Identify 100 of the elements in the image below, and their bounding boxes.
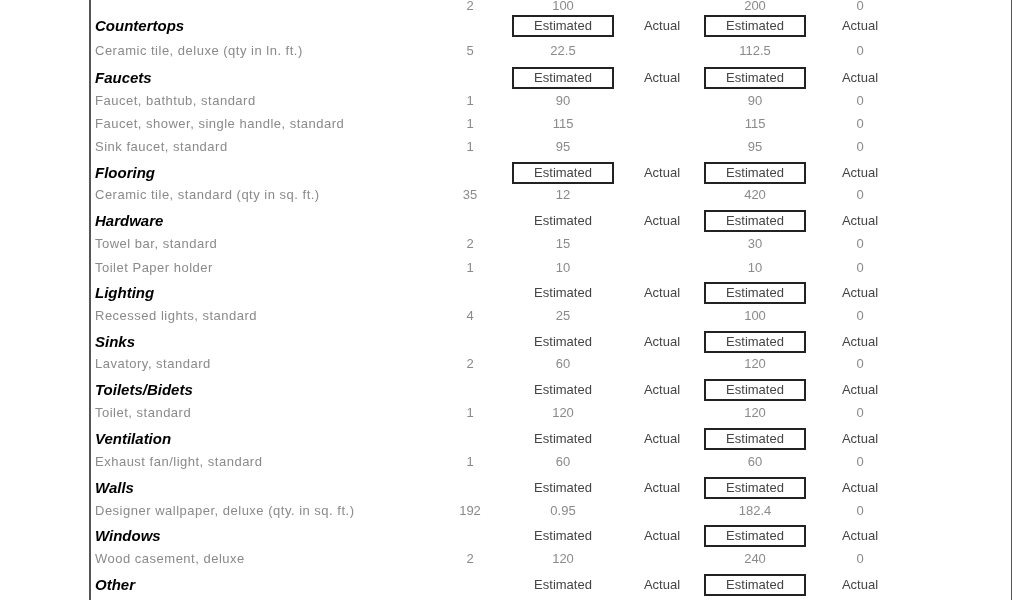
item-description: Designer wallpaper, deluxe (qty. in sq. ft.) <box>95 503 355 519</box>
cost-value: 0 <box>856 43 864 59</box>
section-heading: Other <box>95 576 135 594</box>
header-box: Estimated <box>512 162 614 184</box>
cost-value: 115 <box>744 116 766 132</box>
column-header: Actual <box>841 70 879 86</box>
header-box: Estimated <box>704 67 806 89</box>
cost-value: 10 <box>747 260 763 276</box>
quantity-value: 1 <box>466 405 474 421</box>
cost-value: 115 <box>552 116 574 132</box>
cost-value: 25 <box>555 308 571 324</box>
cost-value: 30 <box>747 236 763 252</box>
column-header: Actual <box>841 382 879 398</box>
header-box: Estimated <box>704 525 806 547</box>
cost-value: 60 <box>747 454 763 470</box>
cost-value: 240 <box>744 551 766 567</box>
quantity-value: 2 <box>466 551 474 567</box>
column-header: Estimated <box>534 382 592 398</box>
column-header: Actual <box>643 577 681 593</box>
column-header: Estimated <box>534 431 592 447</box>
cost-value: 0 <box>856 0 864 14</box>
cost-value: 60 <box>555 356 571 372</box>
section-heading: Flooring <box>95 164 155 182</box>
cost-value: 10 <box>555 260 571 276</box>
quantity-value: 4 <box>466 308 474 324</box>
item-description: Towel bar, standard <box>95 236 218 252</box>
cost-value: 0 <box>856 405 864 421</box>
cost-value: 95 <box>747 139 763 155</box>
cost-value: 0 <box>856 454 864 470</box>
item-description: Toilet Paper holder <box>95 260 213 276</box>
cost-value: 120 <box>744 356 766 372</box>
quantity-value: 192 <box>459 503 481 519</box>
header-box: Estimated <box>704 428 806 450</box>
cost-value: 0 <box>856 551 864 567</box>
cost-value: 0 <box>856 187 864 203</box>
header-box: Estimated <box>704 162 806 184</box>
column-header: Actual <box>643 70 681 86</box>
section-heading: Ventilation <box>95 430 172 448</box>
item-description: Exhaust fan/light, standard <box>95 454 263 470</box>
quantity-value: 1 <box>466 260 474 276</box>
column-header: Actual <box>841 480 879 496</box>
item-description: Wood casement, deluxe <box>95 551 245 567</box>
section-heading: Toilets/Bidets <box>95 381 193 399</box>
cost-value: 0 <box>856 356 864 372</box>
cost-value: 200 <box>744 0 766 14</box>
cost-value: 0 <box>856 236 864 252</box>
column-header: Estimated <box>534 480 592 496</box>
column-header: Actual <box>841 431 879 447</box>
cost-value: 0.95 <box>550 503 576 519</box>
cost-value: 60 <box>555 454 571 470</box>
quantity-value: 2 <box>466 236 474 252</box>
column-header: Actual <box>643 18 681 34</box>
column-header: Actual <box>841 334 879 350</box>
header-box: Estimated <box>704 331 806 353</box>
header-box: Estimated <box>704 574 806 596</box>
column-header: Actual <box>643 480 681 496</box>
section-heading: Windows <box>95 527 161 545</box>
cost-value: 100 <box>552 0 574 14</box>
cost-value: 120 <box>552 405 574 421</box>
quantity-value: 1 <box>466 454 474 470</box>
column-header: Actual <box>841 18 879 34</box>
cost-value: 0 <box>856 139 864 155</box>
column-header: Estimated <box>534 213 592 229</box>
cost-value: 120 <box>552 551 574 567</box>
section-heading: Walls <box>95 479 134 497</box>
column-header: Estimated <box>534 577 592 593</box>
cost-value: 0 <box>856 93 864 109</box>
quantity-value: 2 <box>466 0 474 14</box>
column-header: Actual <box>643 285 681 301</box>
quantity-value: 1 <box>466 116 474 132</box>
quantity-value: 1 <box>466 93 474 109</box>
quantity-value: 5 <box>466 43 474 59</box>
column-header: Actual <box>643 382 681 398</box>
header-box: Estimated <box>512 67 614 89</box>
quantity-value: 1 <box>466 139 474 155</box>
cost-value: 15 <box>555 236 571 252</box>
cost-value: 100 <box>744 308 766 324</box>
column-header: Actual <box>841 285 879 301</box>
column-header: Actual <box>643 431 681 447</box>
column-header: Estimated <box>534 334 592 350</box>
quantity-value: 2 <box>466 356 474 372</box>
cost-value: 12 <box>555 187 571 203</box>
item-description: Lavatory, standard <box>95 356 211 372</box>
column-header: Actual <box>643 334 681 350</box>
cost-value: 0 <box>856 308 864 324</box>
quantity-value: 35 <box>462 187 478 203</box>
column-header: Actual <box>643 528 681 544</box>
header-box: Estimated <box>704 282 806 304</box>
section-heading: Sinks <box>95 333 136 351</box>
column-header: Actual <box>841 528 879 544</box>
section-heading: Faucets <box>95 69 152 87</box>
item-description: Recessed lights, standard <box>95 308 258 324</box>
item-description: Sink faucet, standard <box>95 139 228 155</box>
header-box: Estimated <box>704 477 806 499</box>
cost-value: 420 <box>744 187 766 203</box>
column-header: Actual <box>841 165 879 181</box>
cost-value: 112.5 <box>739 43 771 59</box>
header-box: Estimated <box>704 379 806 401</box>
column-header: Actual <box>841 213 879 229</box>
column-header: Actual <box>643 213 681 229</box>
